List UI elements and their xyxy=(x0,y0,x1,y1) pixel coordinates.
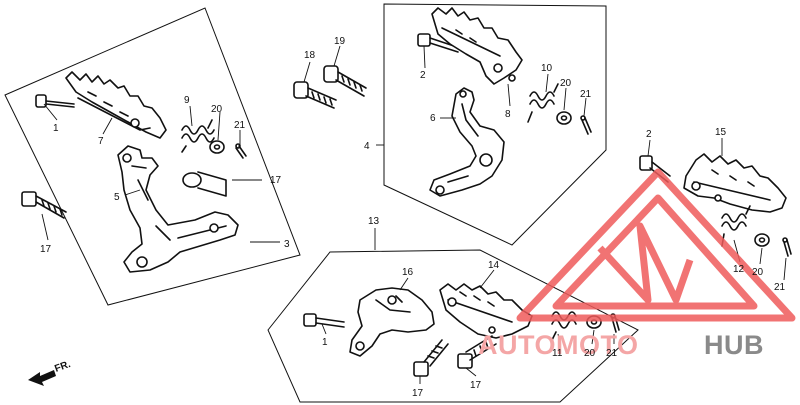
part-label-3: 3 xyxy=(284,239,290,250)
washer-20-right xyxy=(754,233,770,247)
watermark-text-part1: AUTOMOTO xyxy=(478,330,639,360)
footpeg-top xyxy=(431,7,523,85)
bolt-17-left xyxy=(21,191,67,219)
part-label-18: 18 xyxy=(304,50,316,61)
bracket-5 xyxy=(117,145,239,273)
part-label-20: 20 xyxy=(752,267,764,278)
frame-bottom-assembly xyxy=(267,249,639,403)
part-labels: 1 7 9 20 21 5 17 3 17 18 19 2 4 6 8 10 2… xyxy=(40,36,786,399)
part-label-21: 21 xyxy=(234,120,246,131)
leader-lines xyxy=(41,45,787,384)
part-label-1: 1 xyxy=(322,337,328,348)
part-label-20: 20 xyxy=(584,348,596,359)
part-label-8: 8 xyxy=(505,109,511,120)
washer-20-left xyxy=(209,140,225,154)
bolt-17-bottom-a xyxy=(413,339,449,377)
watermark: AUTOMOTO HUB xyxy=(478,168,796,360)
part-label-21: 21 xyxy=(774,282,786,293)
frame-left-assembly xyxy=(4,7,301,306)
footpeg-14 xyxy=(439,283,533,339)
part-label-20: 20 xyxy=(560,78,572,89)
footpeg-7 xyxy=(65,71,167,139)
spring-10 xyxy=(527,83,559,123)
footpeg-15 xyxy=(683,153,787,213)
bracket-6 xyxy=(429,87,505,197)
part-label-17: 17 xyxy=(412,388,424,399)
part-label-14: 14 xyxy=(488,260,500,271)
part-label-10: 10 xyxy=(541,63,553,74)
part-label-4: 4 xyxy=(364,141,370,152)
watermark-logo-icon xyxy=(516,168,796,322)
part-label-6: 6 xyxy=(430,113,436,124)
part-label-1: 1 xyxy=(53,123,59,134)
part-label-2: 2 xyxy=(420,70,426,81)
spring-9-left xyxy=(181,119,215,153)
pin-21-right xyxy=(782,237,792,257)
bolt-17-bottom-b xyxy=(457,335,497,369)
pin-21-left xyxy=(235,143,247,159)
arrow-left-icon xyxy=(28,370,56,386)
part-label-21: 21 xyxy=(606,348,618,359)
part-label-17: 17 xyxy=(470,380,482,391)
bracket-16 xyxy=(349,287,435,357)
bolt-19 xyxy=(323,65,367,97)
bolt-1-left xyxy=(35,94,75,108)
part-label-16: 16 xyxy=(402,267,414,278)
part-label-19: 19 xyxy=(334,36,346,47)
part-label-2: 2 xyxy=(646,129,652,140)
part-label-13: 13 xyxy=(368,216,380,227)
part-label-20: 20 xyxy=(211,104,223,115)
part-label-9: 9 xyxy=(184,95,190,106)
frame-top-assembly xyxy=(383,3,607,246)
watermark-text-part2: HUB xyxy=(704,330,764,360)
bolt-18 xyxy=(293,81,337,109)
part-label-15: 15 xyxy=(715,127,727,138)
bushing-left xyxy=(182,171,227,197)
part-label-7: 7 xyxy=(98,136,104,147)
bolt-1-bottom xyxy=(303,313,345,328)
part-label-21: 21 xyxy=(580,89,592,100)
part-label-5: 5 xyxy=(114,192,120,203)
spring-12 xyxy=(721,205,751,247)
part-label-17: 17 xyxy=(40,244,52,255)
part-label-17: 17 xyxy=(270,175,282,186)
direction-label: FR. xyxy=(53,359,72,375)
part-label-11: 11 xyxy=(552,348,563,359)
part-label-12: 12 xyxy=(733,264,745,275)
washer-20-top xyxy=(556,111,572,125)
front-direction-indicator: FR. xyxy=(28,359,72,386)
pin-21-top xyxy=(580,115,592,135)
